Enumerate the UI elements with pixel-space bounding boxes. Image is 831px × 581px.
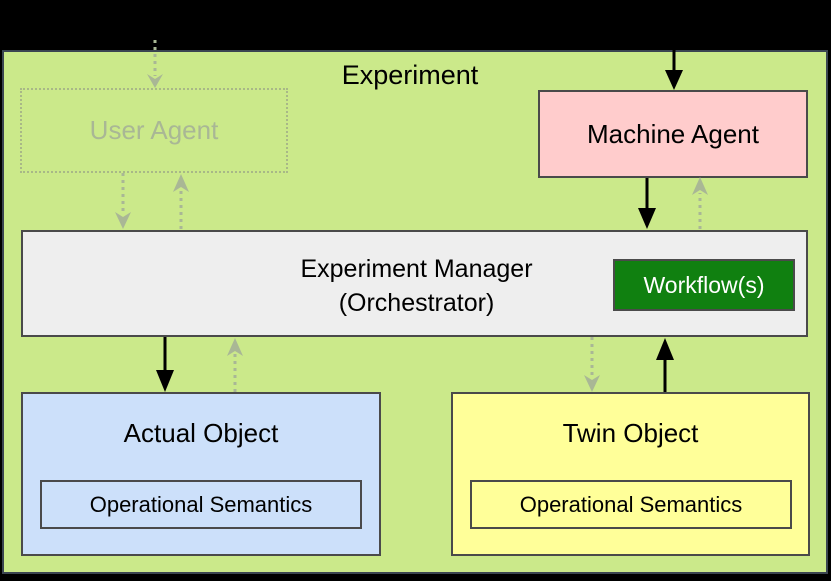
user-agent-label: User Agent	[89, 115, 219, 145]
machine-agent-label: Machine Agent	[586, 118, 759, 149]
node-user-agent[interactable]: User Agent	[20, 88, 288, 173]
experiment-manager-line-1: Experiment Manager	[300, 254, 533, 283]
workflow-label: Workflow(s)	[643, 271, 765, 298]
twin-object-operational-semantics[interactable]: Operational Semantics	[470, 480, 792, 529]
workflow-box[interactable]: Workflow(s)	[613, 259, 795, 311]
experiment-title: Experiment	[341, 60, 479, 90]
experiment-manager-line-2: (Orchestrator)	[338, 288, 495, 317]
actual-object-title: Actual Object	[123, 418, 279, 448]
node-twin-object[interactable]: Twin Object Operational Semantics	[451, 392, 810, 556]
twin-object-operational-semantics-label: Operational Semantics	[519, 491, 743, 517]
actual-object-operational-semantics-label: Operational Semantics	[89, 491, 313, 517]
node-machine-agent[interactable]: Machine Agent	[538, 90, 808, 178]
node-experiment-manager[interactable]: Experiment Manager (Orchestrator) Workfl…	[21, 230, 808, 337]
actual-object-operational-semantics[interactable]: Operational Semantics	[40, 480, 362, 529]
node-actual-object[interactable]: Actual Object Operational Semantics	[21, 392, 381, 556]
twin-object-title: Twin Object	[562, 418, 699, 448]
